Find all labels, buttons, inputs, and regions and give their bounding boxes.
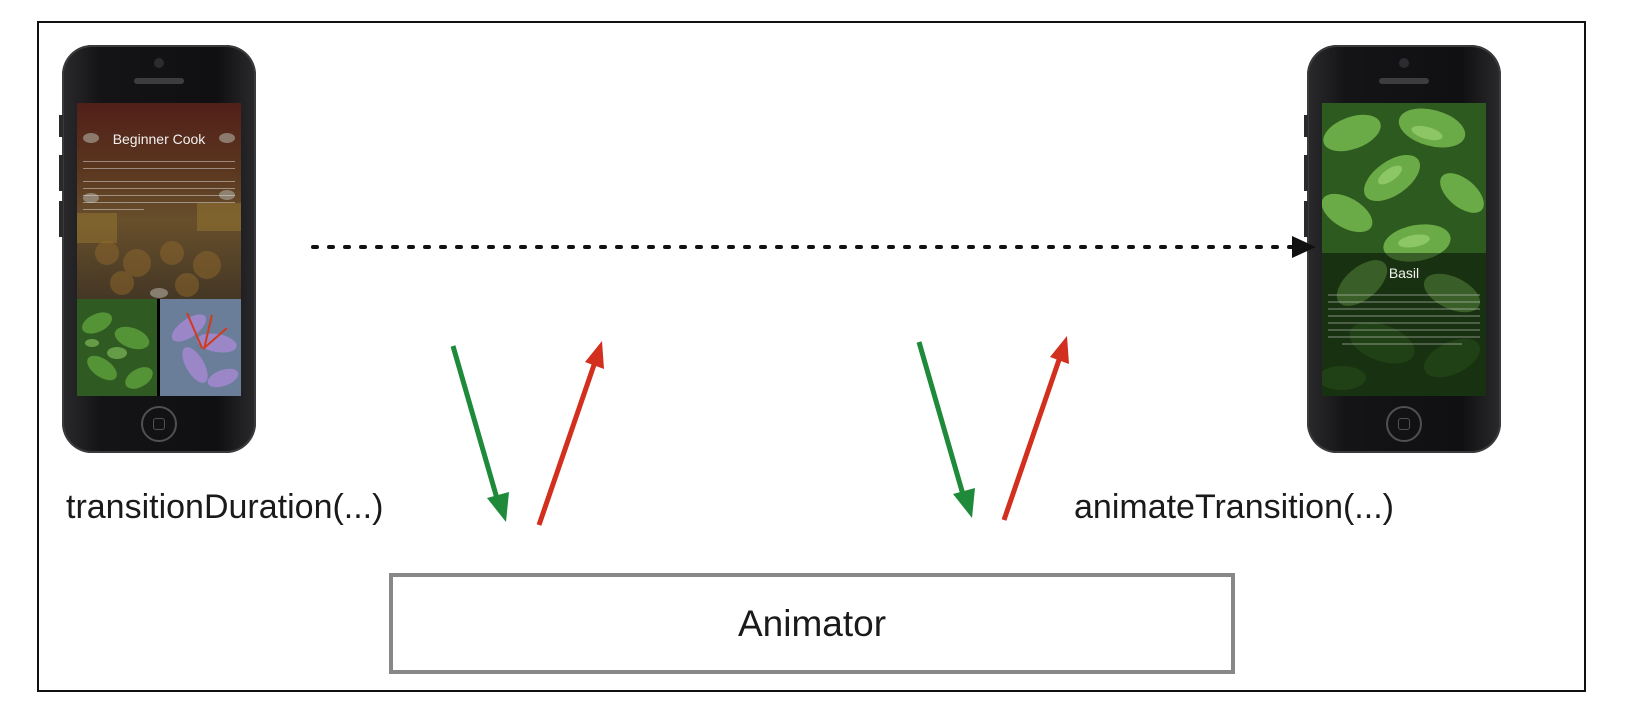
animate-transition-label: animateTransition(...) — [1074, 488, 1394, 526]
right-screen-title: Basil — [1388, 265, 1420, 281]
red-arrow-left — [536, 341, 604, 526]
green-arrow-left — [450, 345, 509, 522]
camera-icon — [154, 58, 164, 68]
green-arrow-right — [916, 341, 975, 518]
speaker-grille — [134, 78, 184, 84]
speaker-grille — [1379, 78, 1429, 84]
right-phone: Basil — [1304, 45, 1501, 453]
diagram-frame — [37, 21, 1586, 692]
red-arrow-right — [1001, 336, 1069, 521]
right-phone-screen: Basil — [1322, 103, 1486, 396]
left-screen-title: Beginner Cook — [112, 131, 206, 147]
basil-photo — [1322, 103, 1486, 396]
animator-label: Animator — [737, 602, 887, 644]
transition-duration-label: transitionDuration(...) — [66, 488, 384, 526]
spices-photo — [77, 103, 241, 396]
left-screen-body-text — [83, 161, 235, 213]
left-phone: Beginner Cook — [59, 45, 256, 453]
home-button — [1386, 406, 1422, 442]
animator-box: Animator — [389, 573, 1235, 674]
camera-icon — [1399, 58, 1409, 68]
home-button — [141, 406, 177, 442]
left-phone-screen: Beginner Cook — [77, 103, 241, 396]
dotted-transition-arrow — [311, 236, 1316, 258]
